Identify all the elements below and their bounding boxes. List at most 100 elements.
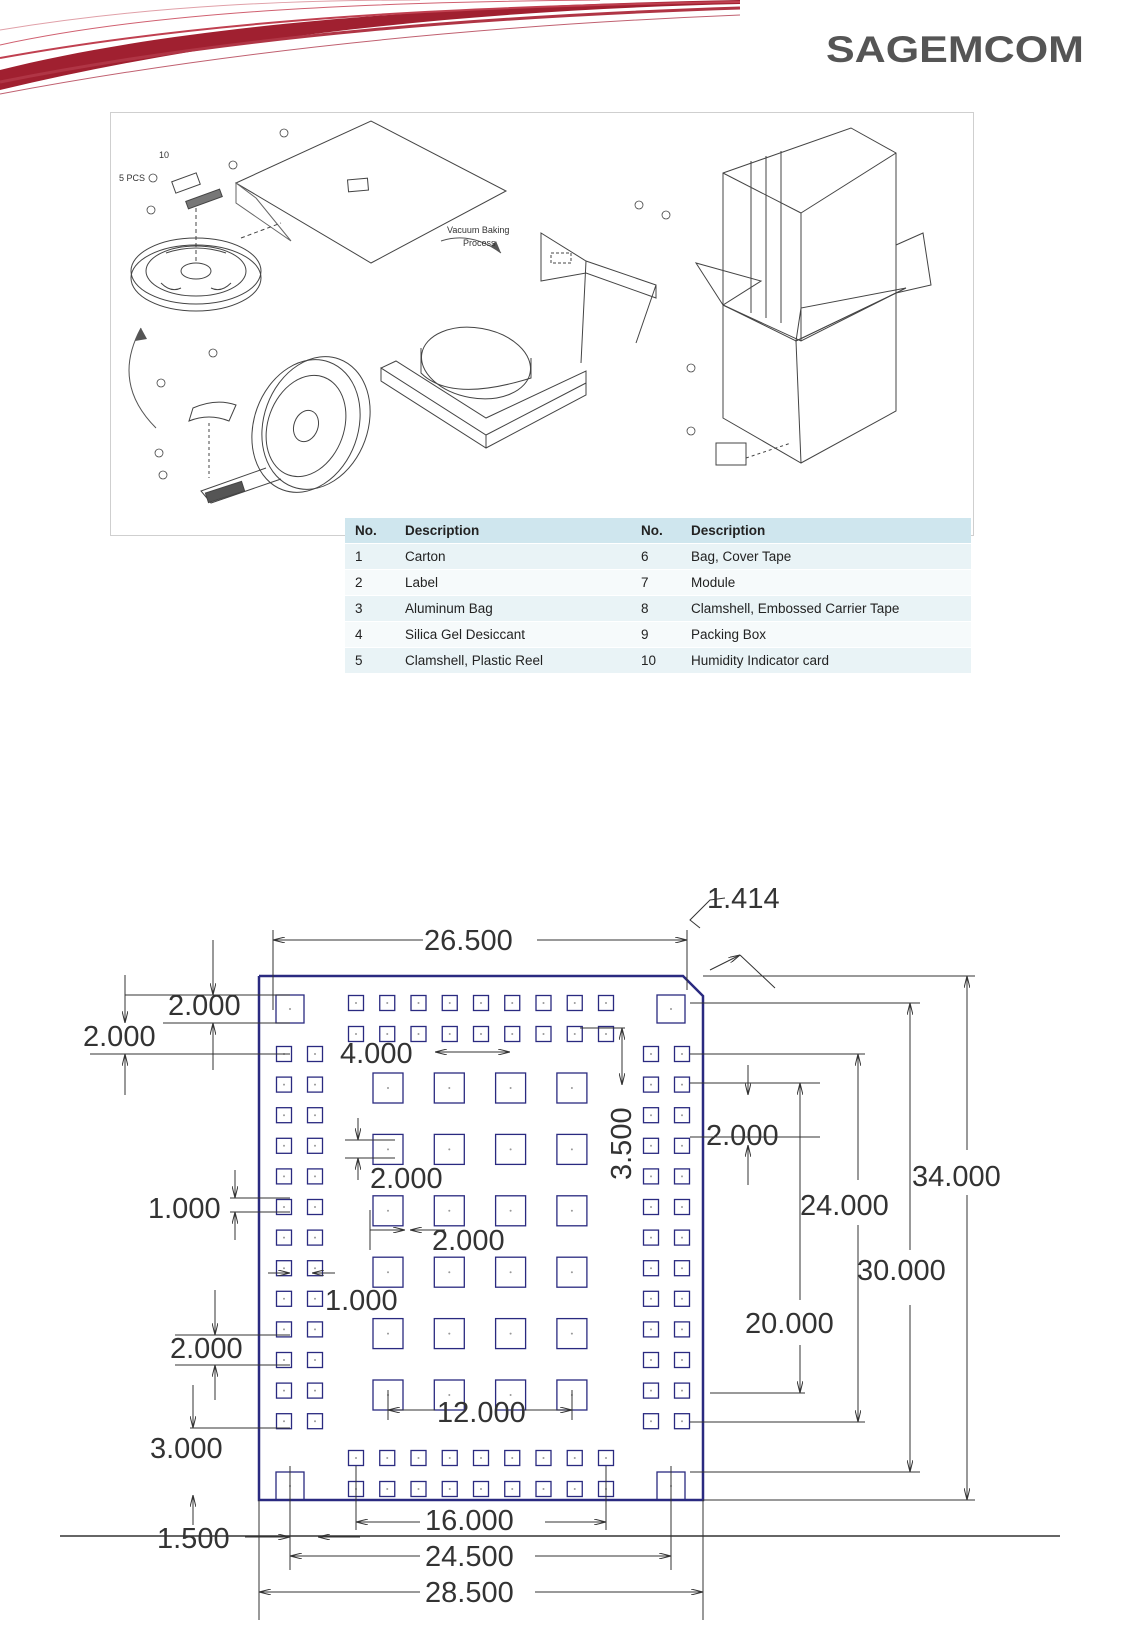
cell-description: Aluminum Bag	[395, 595, 631, 622]
pad-center-mark	[542, 1033, 545, 1035]
left-col-pad	[275, 1229, 293, 1246]
right-col-pad	[642, 1076, 660, 1093]
right-col-pad	[642, 1351, 660, 1369]
packaging-figure: Vacuum Baking Process 10 5 PCS	[110, 112, 974, 536]
left-col-pad	[306, 1168, 324, 1185]
left-col-pad	[306, 1137, 324, 1154]
top-row-pad	[597, 1025, 615, 1043]
pad-center-mark	[387, 1087, 389, 1089]
pad-center-mark	[283, 1359, 285, 1361]
plastic-reel-side	[261, 356, 371, 490]
inner-pad	[556, 1256, 588, 1288]
left-col-pad	[306, 1382, 324, 1399]
right-col-pad	[642, 1107, 660, 1124]
pad-center-mark	[448, 1033, 451, 1035]
module-outline	[257, 974, 705, 1502]
pad-center-mark	[480, 1457, 482, 1459]
pad-center-mark	[314, 1328, 316, 1331]
right-col-pad	[642, 1168, 660, 1185]
col-no-2: No.	[631, 518, 681, 544]
pad-center-mark	[650, 1175, 652, 1178]
cell-no: 9	[631, 621, 681, 648]
bottom-row-pad	[472, 1449, 490, 1467]
dim-left-pad-spacing: 2.000	[170, 1333, 243, 1365]
left-col-pad	[275, 1168, 293, 1185]
top-row-pad	[441, 1025, 458, 1043]
pad-center-mark	[511, 1002, 514, 1004]
pad-center-mark	[681, 1267, 683, 1270]
right-col-pad	[673, 1168, 691, 1185]
top-row-pad	[472, 1025, 490, 1043]
col-no: No.	[345, 518, 395, 544]
inner-pad	[556, 1133, 588, 1166]
right-col-pad	[673, 1351, 691, 1369]
dim-top-width: 26.500	[424, 925, 513, 957]
process-label-line2: Process	[463, 238, 496, 248]
cell-no: 7	[631, 569, 681, 596]
pad-center-mark	[417, 1002, 420, 1004]
packing-box	[380, 367, 587, 449]
bottom-row-pad	[410, 1449, 427, 1467]
pad-center-mark	[681, 1144, 683, 1147]
inner-pad	[372, 1195, 404, 1227]
top-row-pad	[504, 1025, 521, 1043]
right-col-pad	[673, 1137, 691, 1154]
cell-description: Clamshell, Embossed Carrier Tape	[681, 595, 971, 622]
pad-center-mark	[511, 1033, 514, 1035]
cell-description: Humidity Indicator card	[681, 647, 971, 674]
col-description: Description	[395, 518, 631, 544]
top-row-pad	[379, 1025, 396, 1043]
cell-description: Bag, Cover Tape	[681, 543, 971, 570]
table-row: 5 Clamshell, Plastic Reel 10 Humidity In…	[345, 647, 971, 674]
dim-pad-pitch-y: 3.500	[606, 1107, 638, 1180]
pad-center-mark	[283, 1144, 285, 1147]
pad-center-mark	[570, 1148, 573, 1151]
pad-center-mark	[448, 1087, 451, 1089]
corner-pad	[656, 994, 686, 1024]
pad-center-mark	[681, 1420, 683, 1423]
left-col-pad	[275, 1413, 293, 1430]
left-col-pad	[306, 1045, 324, 1063]
pad-center-mark	[650, 1083, 652, 1086]
cell-no: 6	[631, 543, 681, 570]
right-col-pad	[673, 1229, 691, 1246]
pad-center-mark	[355, 1033, 357, 1035]
pad-center-mark	[387, 1148, 389, 1151]
dim-corner-pad-size: 2.000	[83, 1021, 156, 1053]
right-col-pad	[642, 1137, 660, 1154]
pad-center-mark	[650, 1420, 652, 1423]
right-col-pad	[642, 1198, 660, 1216]
pad-center-mark	[314, 1236, 316, 1239]
dim-height-outer: 34.000	[912, 1161, 1001, 1193]
right-col-pad	[642, 1290, 660, 1307]
pad-center-mark	[289, 1008, 291, 1010]
cell-no: 1	[345, 543, 395, 570]
right-col-pad	[673, 1290, 691, 1307]
right-col-pad	[642, 1260, 660, 1277]
pad-center-mark	[650, 1359, 652, 1361]
packaging-illustration: Vacuum Baking Process 10 5 PCS	[119, 120, 932, 504]
pad-center-mark	[681, 1328, 683, 1331]
pad-center-mark	[448, 1488, 451, 1490]
pad-center-mark	[283, 1236, 285, 1239]
right-col-pad	[642, 1321, 660, 1338]
pad-center-mark	[314, 1206, 316, 1208]
pad-center-mark	[417, 1488, 420, 1490]
dim-right-pad-spacing: 2.000	[706, 1120, 779, 1152]
bottom-row-pad	[535, 1449, 552, 1467]
inner-pad	[556, 1072, 588, 1104]
pad-center-mark	[511, 1457, 514, 1459]
dim-height-corner: 30.000	[857, 1255, 946, 1287]
inner-pad	[433, 1379, 465, 1411]
pad-center-mark	[417, 1457, 420, 1459]
pad-center-mark	[570, 1332, 573, 1335]
inner-pad	[494, 1133, 527, 1166]
cell-no: 10	[631, 647, 681, 674]
pad-center-mark	[509, 1209, 512, 1212]
top-row-pad	[566, 1025, 583, 1043]
pad-center-mark	[573, 1457, 576, 1459]
top-row-pad	[597, 994, 615, 1012]
pad-center-mark	[511, 1488, 514, 1490]
inner-pad	[494, 1072, 527, 1104]
pad-center-mark	[573, 1488, 576, 1490]
